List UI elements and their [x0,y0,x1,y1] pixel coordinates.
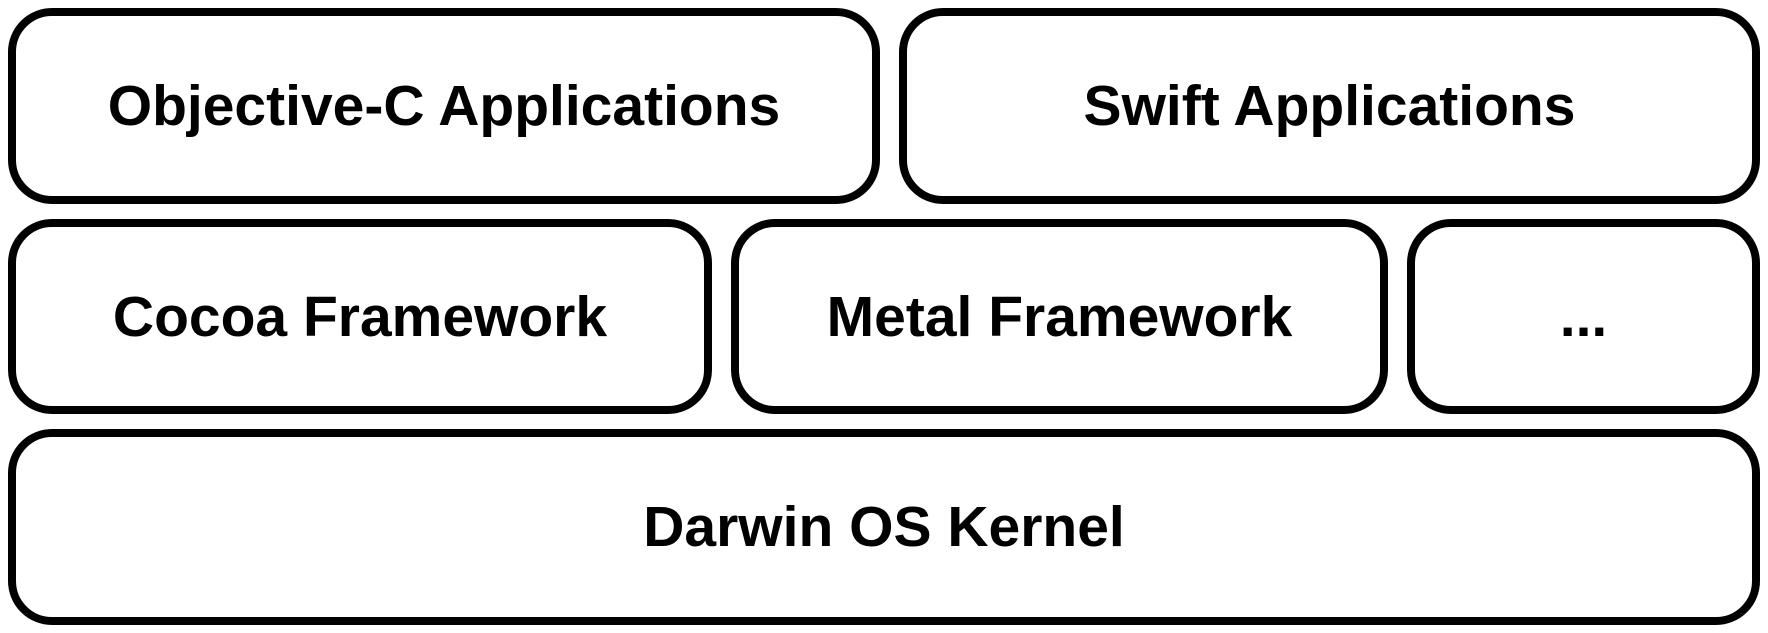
box-ellipsis: ... [1407,218,1760,415]
ellipsis-label: ... [1559,284,1608,349]
darwin-os-kernel-label: Darwin OS Kernel [643,495,1125,560]
applications-row: Objective-C Applications Swift Applicati… [8,8,1760,204]
box-swift-applications: Swift Applications [899,8,1760,204]
box-darwin-os-kernel: Darwin OS Kernel [8,429,1760,626]
objective-c-applications-label: Objective-C Applications [107,73,781,138]
swift-applications-label: Swift Applications [1083,73,1576,138]
box-cocoa-framework: Cocoa Framework [8,218,712,415]
cocoa-framework-label: Cocoa Framework [112,284,608,349]
box-metal-framework: Metal Framework [731,218,1388,415]
kernel-row: Darwin OS Kernel [8,429,1760,626]
box-objective-c-applications: Objective-C Applications [8,8,880,204]
frameworks-row: Cocoa Framework Metal Framework ... [8,218,1760,415]
metal-framework-label: Metal Framework [826,284,1293,349]
